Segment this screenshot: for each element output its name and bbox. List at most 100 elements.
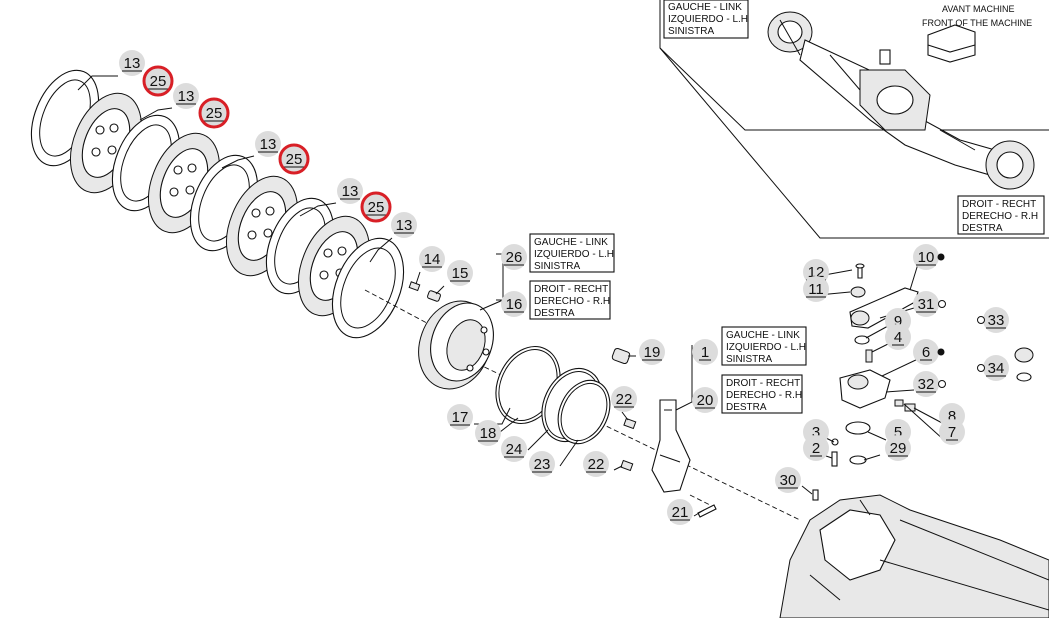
callout-30: 30: [775, 467, 801, 493]
callout-number: 33: [988, 312, 1005, 329]
callout-number: 13: [396, 217, 413, 234]
bolt-part-22: [620, 459, 634, 472]
callout-number: 20: [697, 392, 714, 409]
bushing-part-19: [611, 347, 631, 365]
callout-number: 13: [342, 183, 359, 200]
callout-25: 25: [198, 97, 230, 129]
bushing-part-15: [427, 290, 441, 302]
axle-inset-panel: AVANT MACHINE FRONT OF THE MACHINE GAUCH…: [659, 0, 1049, 239]
callout-bubble: [885, 435, 911, 461]
callout-number: 10: [918, 249, 935, 266]
callout-number: 22: [616, 391, 633, 408]
callout-10: 10: [913, 244, 945, 270]
callout-bubble: [885, 324, 911, 350]
callout-number: 1: [701, 344, 709, 361]
callout-bubble: [501, 291, 527, 317]
callout-15: 15: [447, 260, 473, 286]
inset-right-line-3: DESTRA: [962, 223, 1003, 234]
filled-dot-icon: [937, 348, 945, 356]
bolt-part-22: [623, 417, 637, 430]
callout-bubble: [173, 83, 199, 109]
screw-part-12: [855, 263, 865, 279]
inset-right-line-2: DERECHO - R.H: [962, 211, 1038, 222]
inset-left-line-2: IZQUIERDO - L.H: [668, 14, 748, 25]
pin-part-4: [865, 349, 873, 363]
callout-17: 17: [447, 404, 473, 430]
axle-housing: [779, 494, 1049, 618]
open-dot-icon: [938, 300, 946, 308]
filled-dot-icon: [937, 253, 945, 261]
box20-line-2: DERECHO - R.H: [726, 390, 802, 401]
callout-bubble: [447, 404, 473, 430]
pin-part-3: [831, 438, 839, 446]
box26-line-1: GAUCHE - LINK: [534, 237, 608, 248]
cam-block-6: [839, 369, 891, 409]
callout-bubble: [337, 178, 363, 204]
callout-bubble: [419, 246, 445, 272]
callout-25: 25: [360, 191, 392, 223]
callout-14: 14: [419, 246, 445, 272]
release-fork: [651, 399, 691, 493]
callout-29: 29: [885, 435, 911, 461]
box26-line-3: SINISTRA: [534, 261, 580, 272]
callout-25: 25: [142, 65, 174, 97]
callout-bubble: [983, 307, 1009, 333]
box1-line-1: GAUCHE - LINK: [726, 330, 800, 341]
callout-4: 4: [885, 324, 911, 350]
callout-bubble: [692, 387, 718, 413]
box16-line-1: DROIT - RECHT: [534, 284, 608, 295]
callout-number: 21: [672, 504, 689, 521]
callout-number: 25: [286, 151, 303, 168]
open-dot-icon: [977, 364, 985, 372]
variant-box-16: DROIT - RECHT DERECHO - R.H DESTRA: [529, 280, 611, 320]
highlight-ring: [198, 97, 230, 129]
callout-bubble: [501, 436, 527, 462]
callout-6: 6: [913, 339, 945, 365]
callout-7: 7: [939, 419, 965, 445]
highlight-ring: [142, 65, 174, 97]
front-label-2: FRONT OF THE MACHINE: [922, 18, 1032, 28]
callout-bubble: [983, 355, 1009, 381]
callout-31: 31: [913, 291, 946, 317]
callout-bubble: [363, 194, 389, 220]
callout-number: 9: [894, 313, 902, 330]
bushing-part-33: [1014, 347, 1034, 363]
callout-bubble: [775, 467, 801, 493]
callout-bubble: [803, 276, 829, 302]
callout-34: 34: [977, 355, 1009, 381]
axis-line: [689, 494, 711, 506]
callout-25: 25: [278, 143, 310, 175]
pin-part-2: [831, 451, 838, 467]
callout-bubble: [913, 291, 939, 317]
callout-bubble: [913, 339, 939, 365]
callout-bubble: [611, 386, 637, 412]
callout-number: 32: [918, 376, 935, 393]
callout-number: 31: [918, 296, 935, 313]
callout-20: 20: [692, 387, 718, 413]
callout-1: 1: [692, 339, 718, 365]
box1-line-2: IZQUIERDO - L.H: [726, 342, 806, 353]
o-ring-34: [1016, 372, 1032, 382]
callout-bubble: [391, 212, 417, 238]
variant-box-20: DROIT - RECHT DERECHO - R.H DESTRA: [721, 374, 803, 414]
callout-21: 21: [667, 499, 693, 525]
callout-number: 8: [948, 408, 956, 425]
callout-bubble: [692, 339, 718, 365]
box20-line-1: DROIT - RECHT: [726, 378, 800, 389]
box26-line-2: IZQUIERDO - L.H: [534, 249, 614, 260]
callout-bubble: [145, 68, 171, 94]
inset-right-line-1: DROIT - RECHT: [962, 199, 1036, 210]
inset-right-box: [957, 195, 1045, 235]
callout-33: 33: [977, 307, 1009, 333]
callout-bubble: [201, 100, 227, 126]
callout-number: 25: [368, 199, 385, 216]
callout-bubble: [119, 50, 145, 76]
callout-number: 7: [948, 424, 956, 441]
callout-32: 32: [913, 371, 946, 397]
box1-line-3: SINISTRA: [726, 354, 772, 365]
callout-23: 23: [529, 451, 555, 477]
callout-22: 22: [611, 386, 637, 412]
bolt-part-8: [904, 403, 916, 412]
callout-bubble: [255, 131, 281, 157]
callout-13: 13: [255, 131, 281, 157]
